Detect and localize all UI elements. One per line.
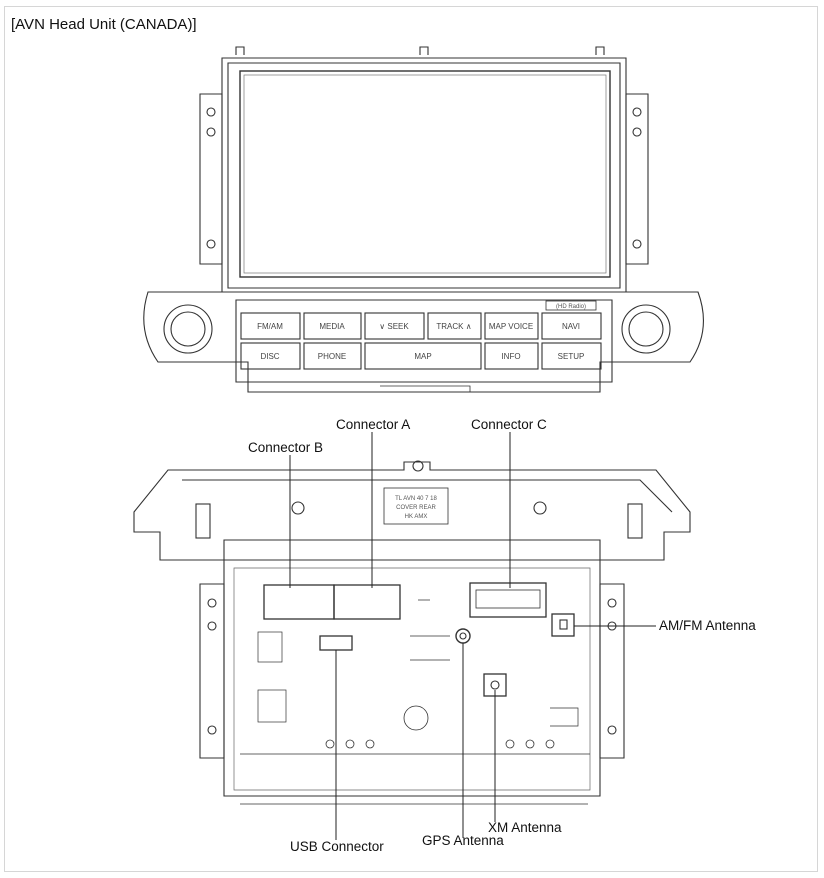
label-connector-b: Connector B <box>248 440 324 455</box>
label-xm-antenna: XM Antenna <box>488 820 562 835</box>
gps-antenna-jack[interactable] <box>455 628 471 644</box>
setup-button: SETUP <box>558 352 585 361</box>
fm-am-button: FM/AM <box>257 322 283 331</box>
usb-connector[interactable] <box>319 635 353 651</box>
rear-sticker-text: TL AVN 40 7 18 COVER REAR HK AMX <box>395 496 437 520</box>
info-button: INFO <box>501 352 520 361</box>
label-am-fm-antenna: AM/FM Antenna <box>659 618 756 633</box>
label-usb-connector: USB Connector <box>290 839 384 854</box>
disc-button: DISC <box>260 352 279 361</box>
callout-leaders <box>289 432 656 840</box>
label-gps-antenna: GPS Antenna <box>422 833 504 848</box>
figure-frame <box>4 6 818 872</box>
map-voice-button: MAP VOICE <box>489 322 533 331</box>
rear-head-unit <box>133 460 691 805</box>
front-head-unit <box>143 46 704 393</box>
volume-knob[interactable] <box>163 304 213 354</box>
label-connector-a: Connector A <box>336 417 411 432</box>
connector-c[interactable] <box>469 582 547 618</box>
connector-b[interactable] <box>263 584 335 620</box>
sticker-line: TL AVN 40 7 18 <box>395 496 437 502</box>
map-button: MAP <box>414 352 431 361</box>
label-connector-c: Connector C <box>471 417 547 432</box>
sticker-line: HK AMX <box>405 514 428 520</box>
am-fm-antenna-jack[interactable] <box>551 613 575 637</box>
seek-button: ∨ SEEK <box>379 322 409 331</box>
sticker-line: COVER REAR <box>396 505 436 511</box>
media-button: MEDIA <box>319 322 345 331</box>
phone-button: PHONE <box>318 352 346 361</box>
navi-button: NAVI <box>562 322 580 331</box>
display-screen <box>239 70 611 278</box>
tune-knob[interactable] <box>621 304 671 354</box>
front-button-labels: FM/AM MEDIA ∨ SEEK TRACK ∧ MAP VOICE NAV… <box>257 304 586 361</box>
hd-radio-badge: (HD Radio) <box>556 304 586 310</box>
track-button: TRACK ∧ <box>436 322 471 331</box>
connector-a[interactable] <box>333 584 401 620</box>
figure-title: [AVN Head Unit (CANADA)] <box>11 16 197 33</box>
